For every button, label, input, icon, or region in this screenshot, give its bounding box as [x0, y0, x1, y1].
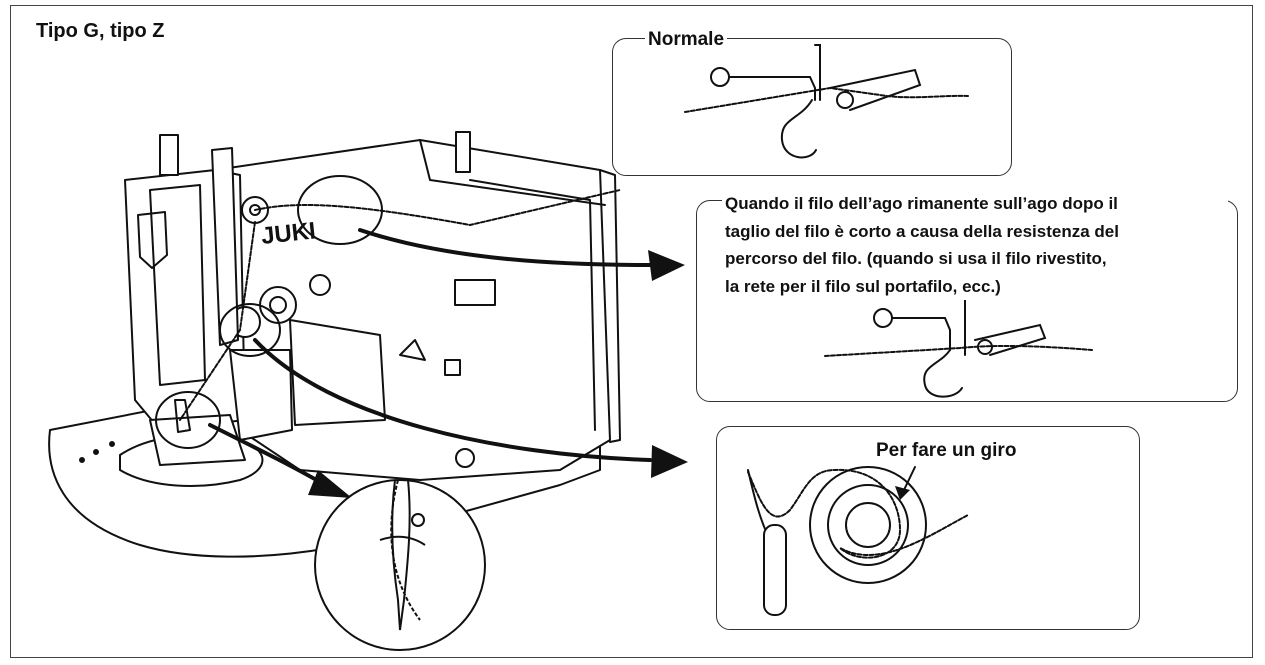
juki-brand-text: JUKI [260, 217, 317, 250]
panel-one-turn-label: Per fare un giro [876, 440, 1017, 461]
callout-circle-tension [219, 303, 281, 357]
panel-normal-label: Normale [645, 29, 728, 51]
note-line: Quando il filo dell’ago rimanente sull’a… [725, 194, 1118, 213]
note-line: taglio del filo è corto a causa della re… [725, 221, 1119, 241]
arrow-to-short-panel [358, 228, 652, 267]
diagram-title: Tipo G, tipo Z [36, 20, 165, 42]
note-line: percorso del filo. (quando si usa il fil… [725, 249, 1107, 268]
callout-circle-needle [155, 391, 221, 449]
panel-short-thread-note: Quando il filo dell’ago rimanente sull’a… [722, 190, 1228, 300]
juki-badge [137, 211, 168, 269]
arrow-to-turn-panel [253, 338, 652, 462]
needle-detail-circle [314, 479, 486, 651]
panel-normal [612, 38, 1012, 176]
note-line: la rete per il filo sul portafilo, ecc.) [725, 276, 1001, 296]
callout-circle-guide [297, 175, 383, 245]
